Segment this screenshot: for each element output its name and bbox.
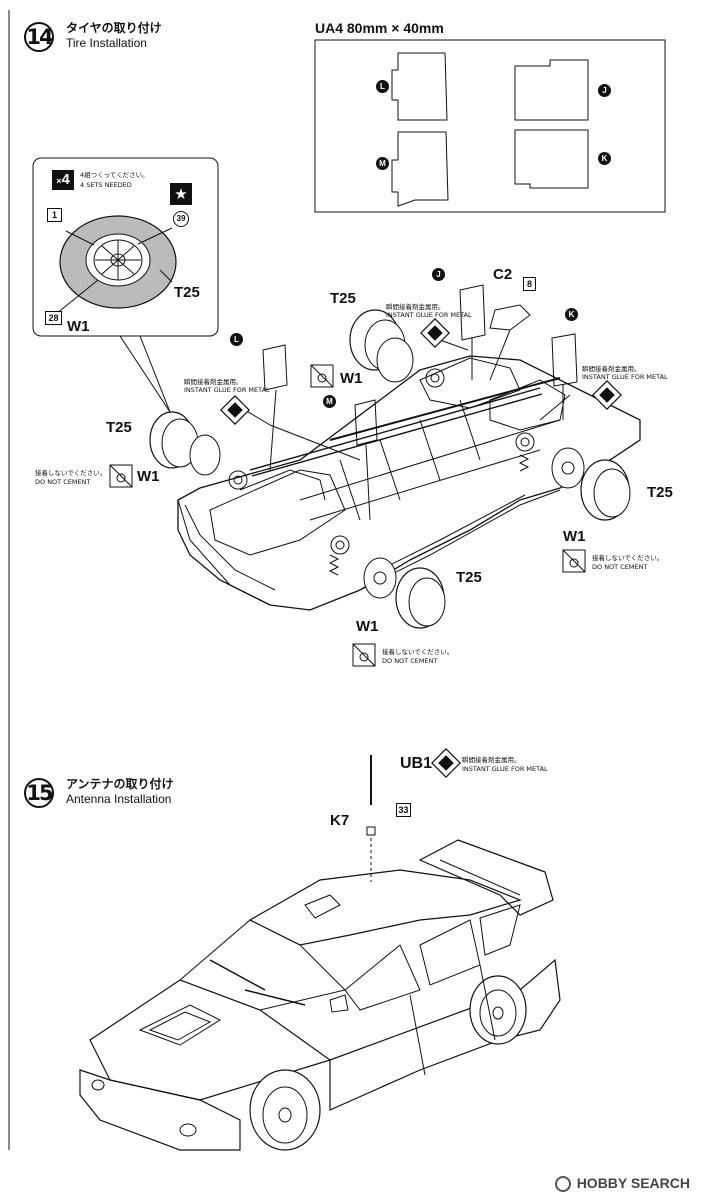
glue-note-jp-2: 瞬間接着剤金属用。 xyxy=(582,365,641,373)
decal-k-callout: K xyxy=(565,308,578,321)
multiplier-badge: ×4 xyxy=(52,170,74,190)
step-14-title-en: Tire Installation xyxy=(66,36,147,50)
glue-note-en-2: INSTANT GLUE FOR METAL xyxy=(582,373,668,381)
watermark: HOBBY SEARCH xyxy=(554,1174,690,1192)
step-14-number: 14 xyxy=(24,22,54,52)
step-15-title-jp: アンテナの取り付け xyxy=(66,777,174,791)
glue-diamond-icon-1 xyxy=(420,318,450,348)
glue-note-en-3: INSTANT GLUE FOR METAL xyxy=(184,386,270,394)
part-8-box: 8 xyxy=(523,277,536,291)
glue-note-jp-3: 瞬間接着剤金属用。 xyxy=(184,378,243,386)
t25-label-left: T25 xyxy=(106,419,132,436)
w1-label-right: W1 xyxy=(563,528,586,545)
nocement-note-en-1: DO NOT CEMENT xyxy=(35,478,91,486)
w1-label-top: W1 xyxy=(340,370,363,387)
nocement-note-en-2: DO NOT CEMENT xyxy=(592,563,648,571)
star-icon: ★ xyxy=(170,183,192,205)
t25-label-top: T25 xyxy=(330,290,356,307)
no-cement-icon-2 xyxy=(109,464,133,488)
nocement-note-en-3: DO NOT CEMENT xyxy=(382,657,438,665)
decal-sheet-frame xyxy=(314,39,666,213)
watermark-logo-icon xyxy=(554,1176,571,1192)
k7-label: K7 xyxy=(330,812,350,829)
t25-label-bottom: T25 xyxy=(456,569,482,586)
decal-sheet-label: UA4 80mm × 40mm xyxy=(315,20,444,36)
glue-note-en-1: INSTANT GLUE FOR METAL xyxy=(386,311,472,319)
glue-diamond-icon-4 xyxy=(431,748,461,778)
decal-marker-m: M xyxy=(376,157,389,170)
part-number-39: 39 xyxy=(173,211,189,227)
sets-note-jp: 4組つくってください。 xyxy=(80,171,149,179)
step-15-title-en: Antenna Installation xyxy=(66,792,172,806)
watermark-text: HOBBY SEARCH xyxy=(576,1174,690,1191)
ub1-label: UB1 xyxy=(400,755,433,772)
glue-note-en-4: INSTANT GLUE FOR METAL xyxy=(462,765,548,773)
nocement-note-jp-2: 接着しないでください。 xyxy=(592,554,664,562)
wheel-detail-frame xyxy=(32,157,219,337)
c2-label: C2 xyxy=(493,266,513,283)
sets-note-en: 4 SETS NEEDED xyxy=(80,181,132,189)
step-15-number: 15 xyxy=(24,778,54,808)
decal-j-callout: J xyxy=(432,268,445,281)
glue-diamond-icon-3 xyxy=(220,395,250,425)
no-cement-icon-4 xyxy=(352,643,376,667)
part-number-28: 28 xyxy=(45,311,62,325)
nocement-note-jp-3: 接着しないでください。 xyxy=(382,648,454,656)
detail-tire-label: T25 xyxy=(174,284,200,301)
decal-marker-l: L xyxy=(376,80,389,93)
glue-note-jp-4: 瞬間接着剤金属用。 xyxy=(462,756,521,764)
step-14-title-jp: タイヤの取り付け xyxy=(66,21,162,35)
decal-l-callout: L xyxy=(230,333,243,346)
decal-marker-j: J xyxy=(598,84,611,97)
w1-label-bottom: W1 xyxy=(356,618,379,635)
decal-marker-k: K xyxy=(598,152,611,165)
nocement-note-jp-1: 接着しないでください。 xyxy=(35,469,107,477)
decal-m-callout: M xyxy=(323,395,336,408)
detail-wheel-label: W1 xyxy=(67,318,90,335)
part-33-box: 33 xyxy=(396,803,411,817)
glue-diamond-icon-2 xyxy=(592,380,622,410)
t25-label-right: T25 xyxy=(647,484,673,501)
no-cement-icon-3 xyxy=(562,549,586,573)
part-number-1: 1 xyxy=(47,208,62,222)
no-cement-icon-1 xyxy=(310,364,334,388)
glue-note-jp-1: 瞬間接着剤金属用。 xyxy=(386,303,445,311)
w1-label-left: W1 xyxy=(137,468,160,485)
